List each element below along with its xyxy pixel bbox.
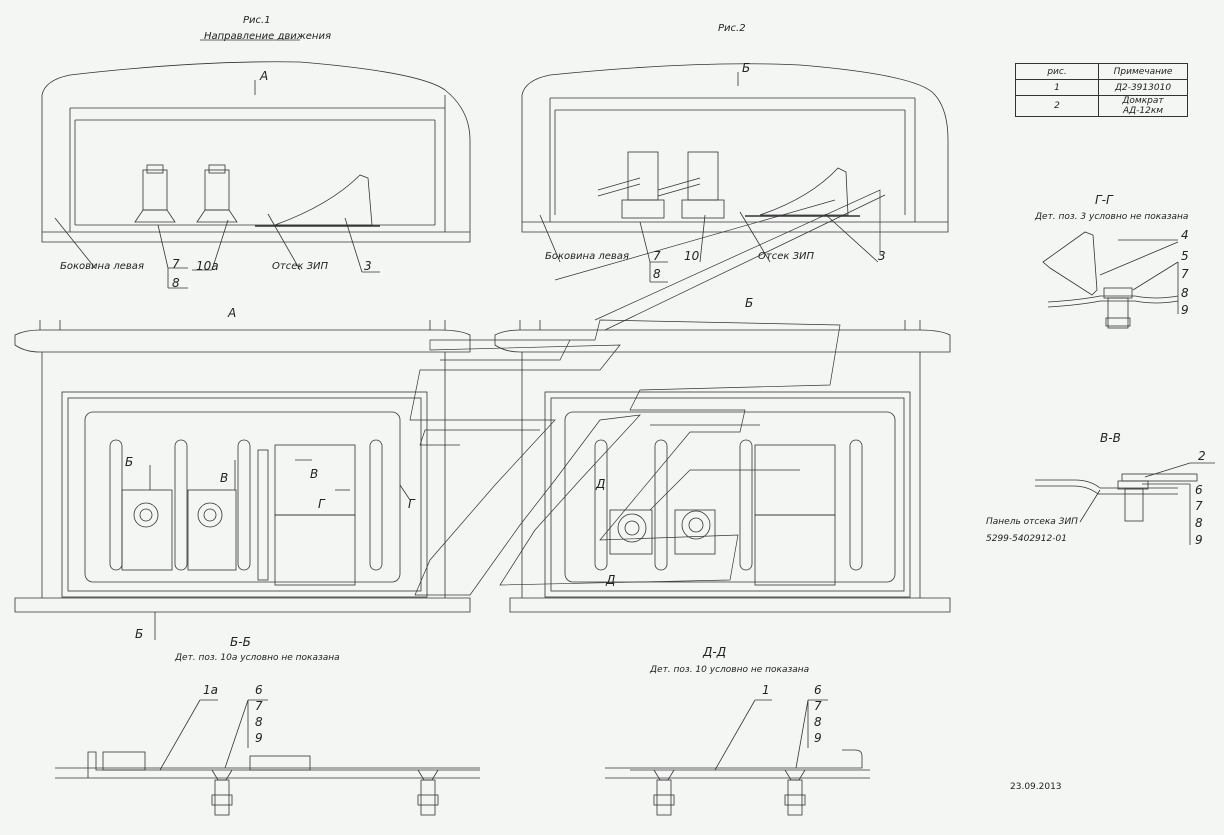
table-row: 1 Д2-3913010: [1015, 79, 1188, 96]
view-b-arrow-label: Б: [742, 61, 751, 75]
cut-b-mark-bottom: Б: [135, 627, 144, 641]
cut-d-mark-1: Д: [596, 477, 606, 491]
bb-pos-8: 8: [255, 715, 263, 729]
gg-pos-5: 5: [1181, 249, 1189, 263]
vv-pos-6: 6: [1195, 483, 1203, 497]
fig2-title: Рис.2: [718, 23, 746, 34]
cut-d-mark-2: Д: [606, 573, 616, 587]
plan-view-b: [494, 320, 951, 613]
side-left-label-2: Боковина левая: [545, 251, 629, 262]
view-a-title: А: [228, 306, 237, 320]
notes-header-fig: рис.: [1015, 63, 1099, 80]
vv-pos-2: 2: [1198, 449, 1206, 463]
vv-pos-9: 9: [1195, 533, 1203, 547]
spare-label-1: Отсек ЗИП: [272, 261, 328, 272]
pos-3-fig2: 3: [878, 249, 886, 263]
dd-pos-7: 7: [814, 699, 822, 713]
section-dd-title: Д-Д: [703, 645, 727, 659]
bb-pos-6: 6: [255, 683, 263, 697]
panel-name: Панель отсека ЗИП: [986, 517, 1078, 527]
side-left-label-1: Боковина левая: [60, 261, 144, 272]
pos-10-fig2: 10: [684, 249, 700, 263]
bb-pos-1a: 1а: [203, 683, 218, 697]
dd-pos-6: 6: [814, 683, 822, 697]
spare-label-2: Отсек ЗИП: [758, 251, 814, 262]
table-row: 2 Домкрат АД-12км: [1015, 95, 1188, 117]
notes-table: рис. Примечание 1 Д2-3913010 2 Домкрат А…: [1015, 63, 1188, 117]
notes-row2-note: Домкрат АД-12км: [1098, 95, 1188, 117]
section-gg: [1042, 231, 1179, 329]
section-vv-title: В-В: [1100, 431, 1121, 445]
cut-g-mark-1: Г: [318, 497, 325, 511]
section-gg-title: Г-Г: [1095, 193, 1113, 207]
dd-pos-9: 9: [814, 731, 822, 745]
pos-7-fig2: 7: [653, 249, 661, 263]
cut-b-mark: Б: [125, 455, 134, 469]
gg-pos-4: 4: [1181, 228, 1189, 242]
notes-row2-fig: 2: [1015, 95, 1099, 117]
notes-header-note: Примечание: [1098, 63, 1188, 80]
section-bb: [55, 699, 480, 816]
bb-pos-7: 7: [255, 699, 263, 713]
section-dd-note: Дет. поз. 10 условно не показана: [650, 665, 810, 675]
dd-pos-1: 1: [762, 683, 770, 697]
pos-10a-fig1: 10а: [196, 259, 219, 273]
view-b-title: Б: [745, 296, 754, 310]
gg-pos-8: 8: [1181, 286, 1189, 300]
section-bb-title: Б-Б: [230, 635, 251, 649]
leader-lines: [54, 39, 879, 289]
view-a-arrow-label: А: [260, 69, 269, 83]
bb-pos-9: 9: [255, 731, 263, 745]
pos-3-fig1: 3: [364, 259, 372, 273]
cut-v-mark-1: В: [220, 471, 229, 485]
notes-row1-note: Д2-3913010: [1098, 79, 1188, 96]
notes-header-row: рис. Примечание: [1015, 63, 1188, 80]
vv-pos-8: 8: [1195, 516, 1203, 530]
fig2-elevation: [521, 63, 949, 233]
pos-8-fig2: 8: [653, 267, 661, 281]
vv-pos-7: 7: [1195, 499, 1203, 513]
section-gg-note: Дет. поз. 3 условно не показана: [1035, 212, 1189, 222]
panel-code: 5299-5402912-01: [986, 534, 1067, 544]
fig1-elevation: [41, 61, 471, 243]
fig1-title: Рис.1: [243, 15, 271, 26]
cut-v-mark-2: В: [310, 467, 319, 481]
gg-pos-7: 7: [1181, 267, 1189, 281]
notes-row1-fig: 1: [1015, 79, 1099, 96]
pos-8-fig1: 8: [172, 276, 180, 290]
plan-view-a: [14, 320, 471, 640]
fig1-direction: Направление движения: [204, 31, 331, 42]
section-dd: [605, 699, 870, 816]
section-vv: [1035, 462, 1215, 545]
cut-g-mark-2: Г: [408, 497, 415, 511]
section-bb-note: Дет. поз. 10а условно не показана: [175, 653, 340, 663]
dd-pos-8: 8: [814, 715, 822, 729]
gg-pos-9: 9: [1181, 303, 1189, 317]
pos-7-fig1: 7: [172, 257, 180, 271]
z-outline: [409, 189, 886, 596]
drawing-date: 23.09.2013: [1010, 782, 1062, 792]
